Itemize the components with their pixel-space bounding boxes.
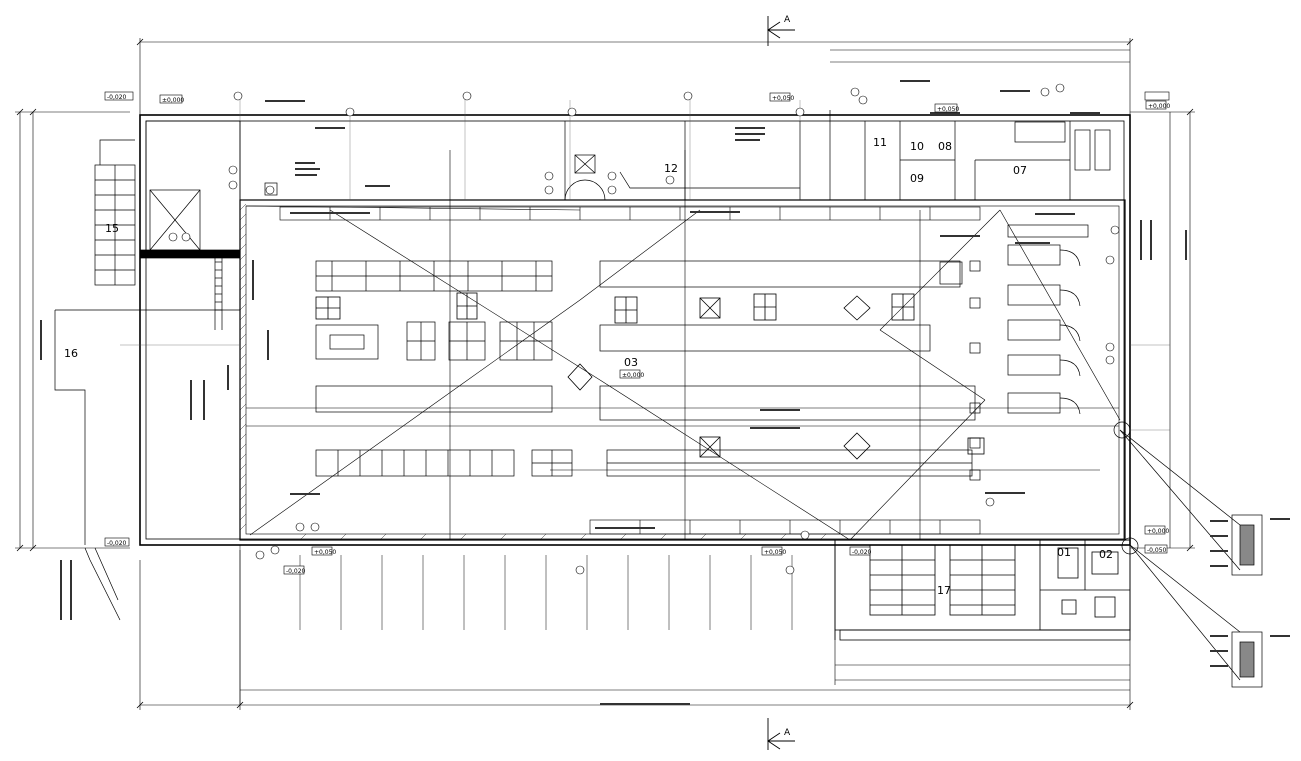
top-shelving xyxy=(279,206,981,221)
section-marker-top xyxy=(767,16,795,46)
shelving-units xyxy=(315,260,981,481)
room-11: 11 xyxy=(873,136,887,149)
left-annex xyxy=(54,120,241,621)
section-marker-bottom xyxy=(767,718,795,750)
level-top-left: ±0,000 xyxy=(162,97,184,104)
level-bottom-c: -0,020 xyxy=(852,549,872,556)
level-right-top: +0,000 xyxy=(1148,103,1170,110)
room-10: 10 xyxy=(910,140,924,153)
room-17: 17 xyxy=(937,584,951,597)
annotation-marks xyxy=(40,80,1290,705)
room-09: 09 xyxy=(910,172,924,185)
level-right-bot: -0,050 xyxy=(1147,547,1167,554)
dimension-lines xyxy=(15,38,1195,710)
level-bottom-b: +0,050 xyxy=(764,549,786,556)
room-03: 03 xyxy=(624,356,638,369)
room-15: 15 xyxy=(105,222,119,235)
bottom-shelving xyxy=(589,519,981,535)
level-top-right: +0,050 xyxy=(937,106,959,113)
room-02: 02 xyxy=(1099,548,1113,561)
level-boxes xyxy=(104,91,1170,575)
room-08: 08 xyxy=(938,140,952,153)
level-bottom-a: +0,050 xyxy=(314,549,336,556)
level-left-bottom: -0,020 xyxy=(107,540,127,547)
section-label-bottom: A xyxy=(784,728,791,738)
bottom-annex xyxy=(834,539,1131,641)
structure-lines xyxy=(245,150,1121,541)
parking-lines xyxy=(239,545,793,705)
room-01: 01 xyxy=(1057,546,1071,559)
level-bottom-d: -0,020 xyxy=(286,568,306,575)
grid-markers xyxy=(168,83,1120,575)
room-07: 07 xyxy=(1013,164,1027,177)
level-top-mid: +0,050 xyxy=(772,95,794,102)
right-fixtures xyxy=(1007,224,1089,415)
columns xyxy=(315,292,985,460)
dimension-ticks xyxy=(16,38,1194,709)
room-12: 12 xyxy=(664,162,678,175)
level-right-mid: +0,000 xyxy=(1147,528,1169,535)
level-left-top: -0,020 xyxy=(107,94,127,101)
detail-callouts xyxy=(1113,421,1263,688)
wall-hatch xyxy=(239,203,827,541)
outer-walls xyxy=(139,114,1131,546)
level-main: ±0,000 xyxy=(622,372,644,379)
room-16: 16 xyxy=(64,347,78,360)
section-label-top: A xyxy=(784,15,791,25)
